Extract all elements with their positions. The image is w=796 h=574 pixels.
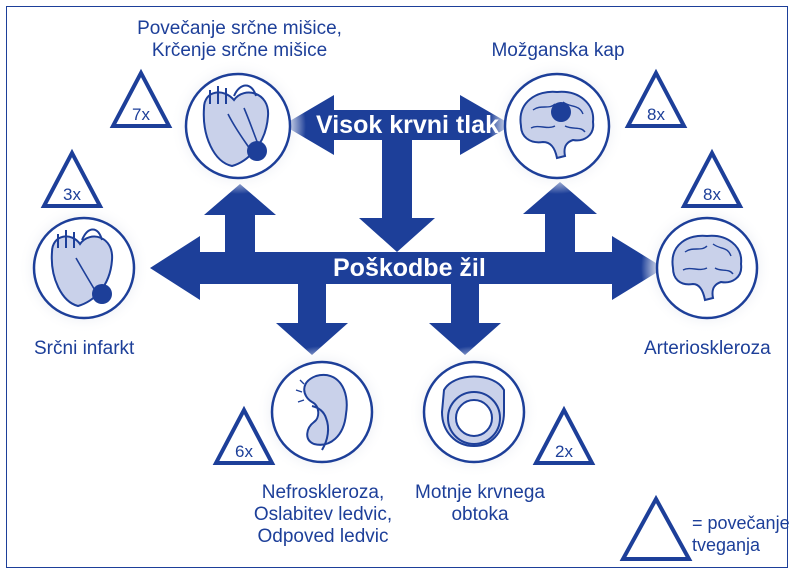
label-infarct: Srčni infarkt [34, 338, 135, 359]
risk-triangle-kidney [212, 405, 276, 465]
risk-value-kidney: 6x [235, 442, 253, 461]
arrow-down-kidney [276, 283, 348, 355]
risk-triangle-hypertrophy [109, 68, 173, 128]
risk-value-infarct: 3x [63, 185, 81, 204]
risk-value-hypertrophy: 7x [132, 105, 150, 124]
risk-value-circulation: 2x [555, 442, 573, 461]
kidney-icon [295, 373, 348, 451]
heart-icon [202, 84, 270, 168]
node-kidney [256, 346, 388, 478]
arrow-down-circulation [429, 283, 501, 355]
legend-triangle [619, 494, 693, 561]
label-hypertrophy: Povečanje srčne mišice, Krčenje srčne mi… [137, 18, 342, 61]
center-top-label: Visok krvni tlak [316, 111, 499, 139]
arrow-up-stroke [523, 182, 597, 253]
brain-icon [519, 90, 595, 160]
label-kidney: Nefroskleroza, Oslabitev ledvic, Odpoved… [253, 482, 393, 547]
node-stroke [489, 58, 625, 194]
risk-triangle-stroke [624, 68, 688, 128]
label-circulation: Motnje krvnega obtoka [415, 482, 545, 525]
vessel-cross-section-icon [440, 375, 505, 448]
arrow-up-hypertrophy [204, 184, 276, 253]
risk-value-stroke: 8x [647, 105, 665, 124]
risk-triangle-infarct [40, 148, 104, 208]
label-arteriosclerosis: Arterioskleroza [644, 338, 771, 359]
risk-triangle-arteriosclerosis [680, 148, 744, 208]
center-main-label: Poškodbe žil [333, 254, 486, 282]
risk-triangle-circulation [532, 405, 596, 465]
diagram-frame [6, 6, 788, 568]
arrow-main-horizontal [150, 236, 664, 300]
legend-text: = povečanje tveganja [692, 513, 790, 555]
node-circulation [408, 346, 540, 478]
arrow-top-horizontal [283, 95, 512, 155]
arrows [150, 95, 664, 355]
label-stroke: Možganska kap [491, 40, 625, 61]
node-infarct [18, 202, 150, 334]
node-hypertrophy [170, 58, 306, 194]
heart-icon [50, 228, 114, 308]
risk-value-arteriosclerosis: 8x [703, 185, 721, 204]
brain-icon [671, 234, 743, 302]
node-arteriosclerosis [641, 202, 773, 334]
arrow-center-vertical [359, 140, 435, 252]
